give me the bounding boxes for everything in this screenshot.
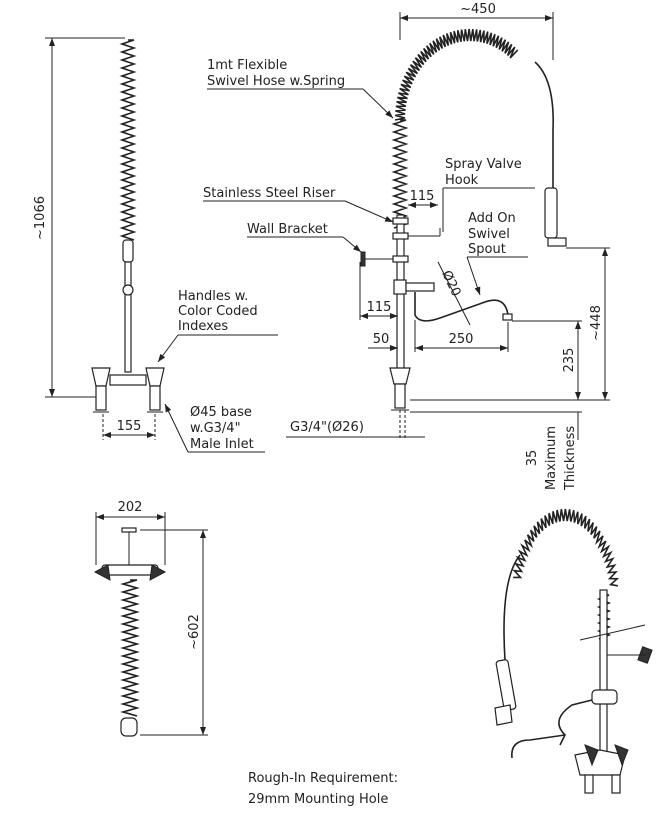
inlet-label: G3/4"(Ø26) (290, 420, 364, 435)
left-handle (91, 367, 111, 387)
length-dimension: ~602 (187, 614, 202, 650)
spray-valve (495, 659, 517, 711)
body-bar (574, 749, 626, 776)
swivel-spout (414, 292, 509, 322)
thickness-value: 35 (525, 450, 540, 467)
rough-in-note-line2: 29mm Mounting Hole (248, 792, 388, 807)
hook-dimension: 115 (410, 189, 435, 204)
spray-head (120, 717, 138, 737)
hose-connector (122, 239, 134, 263)
left-inlet (95, 385, 107, 411)
base-label-line1: Ø45 base (190, 405, 252, 420)
spray-valve (544, 187, 558, 239)
riser (599, 589, 608, 761)
spray-valve (122, 284, 134, 296)
width-dimension: 202 (118, 500, 143, 515)
spout-valve (405, 282, 435, 292)
handles-label-line3: Indexes (178, 319, 228, 334)
hose-label-line1: 1mt Flexible (207, 58, 287, 73)
handle (389, 367, 411, 385)
hook-label-line1: Spray Valve (445, 157, 522, 172)
base-label-line3: Male Inlet (190, 437, 254, 452)
base-label-line2: w.G3/4" (190, 421, 241, 436)
right-inlet (149, 385, 161, 411)
spout-diameter: Ø20 (438, 268, 463, 299)
spout-mount (393, 279, 407, 295)
thickness-label-line2: Thickness (563, 426, 578, 491)
hose-spring-arc (512, 508, 620, 640)
spout-offset-dimension: 50 (373, 332, 390, 347)
bracket-label: Wall Bracket (247, 222, 328, 237)
right-handle (149, 564, 167, 581)
spout-length-dimension: 250 (449, 332, 474, 347)
valve-height-dimension: ~448 (589, 305, 604, 341)
flexible-hose (503, 554, 521, 661)
spout-height-dimension: 235 (562, 348, 577, 373)
isometric-view (494, 508, 653, 794)
thickness-label-line1: Maximum (544, 426, 559, 490)
handles-label-line1: Handles w. (178, 289, 248, 304)
body-bar (109, 374, 147, 386)
riser-label: Stainless Steel Riser (203, 186, 336, 201)
hose-spring-arc (391, 28, 519, 229)
riser-collar (392, 217, 409, 225)
right-handle (145, 367, 165, 387)
rough-in-note-line1: Rough-In Requirement: (248, 771, 398, 786)
reach-dimension: ~450 (460, 2, 496, 17)
hook-label-line2: Hook (445, 173, 479, 188)
front-view: ~1066 155 Handles w. Color Coded Indexes… (33, 37, 278, 453)
spray-head (547, 237, 567, 247)
spout-label-line1: Add On (468, 211, 516, 226)
hose-label-line2: Swivel Hose w.Spring (207, 74, 345, 89)
bracket-dimension: 115 (367, 300, 392, 315)
riser (124, 261, 132, 373)
swivel-spout (511, 734, 566, 759)
hose-spring (120, 579, 140, 717)
spout-label-line2: Swivel (468, 227, 510, 242)
handle-spacing-dimension: 155 (117, 419, 142, 434)
flexible-hose (534, 61, 554, 190)
hose-spring (119, 39, 137, 241)
spout-label-line3: Spout (468, 242, 506, 257)
wall-bracket-clamp (392, 255, 409, 263)
body (101, 564, 159, 576)
top-view: 202 ~602 (93, 500, 208, 737)
side-view: ~450 1mt Flexible Swivel Hose w.Spring S… (203, 2, 610, 491)
handles-label-line2: Color Coded (178, 304, 258, 319)
left-handle (93, 564, 111, 581)
height-dimension: ~1066 (33, 196, 48, 240)
